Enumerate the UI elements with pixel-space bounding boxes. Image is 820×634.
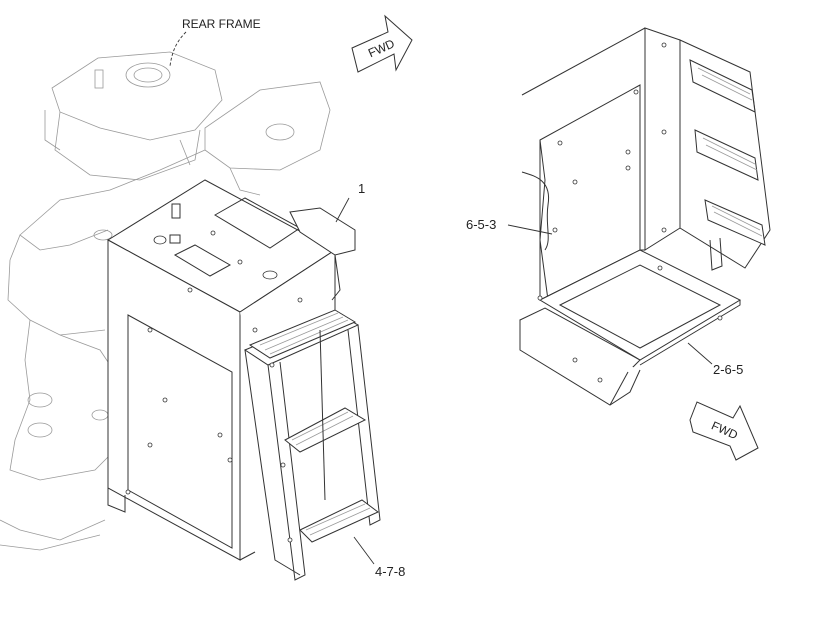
callout-rear-frame: REAR FRAME [169,17,261,67]
rear-frame-outline [0,51,331,551]
rear-frame-label: REAR FRAME [182,17,261,31]
fwd-arrow-top: FWD [351,14,413,73]
callout-653-label: 6-5-3 [466,217,496,232]
callout-4-7-8: 4-7-8 [353,536,405,579]
right-box-assembly [519,27,771,406]
callout-2-6-5: 2-6-5 [687,342,743,377]
callout-1-label: 1 [358,181,365,196]
callout-265-label: 2-6-5 [713,362,743,377]
callout-1: 1 [335,181,365,223]
fwd-arrow-bottom: FWD [689,401,759,461]
callout-478-label: 4-7-8 [375,564,405,579]
left-box-assembly [107,179,356,561]
callout-6-5-3: 6-5-3 [466,217,553,235]
left-ladder [243,309,381,581]
